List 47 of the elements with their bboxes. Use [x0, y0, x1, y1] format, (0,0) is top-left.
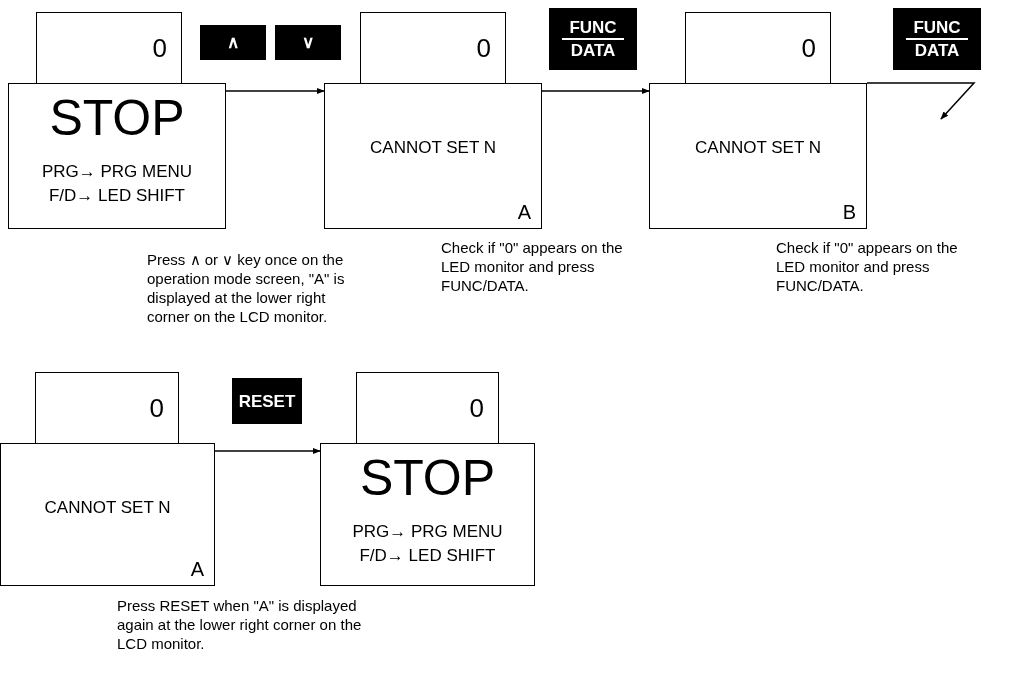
screen-message: CANNOT SET N — [43, 498, 172, 518]
arrow — [214, 447, 321, 455]
led-display — [36, 12, 182, 84]
status-text: STOP — [358, 450, 497, 506]
screen-indicator: A — [517, 201, 531, 224]
display-value: 0 — [801, 33, 816, 64]
status-text: STOP — [48, 90, 186, 146]
key-button — [549, 8, 637, 70]
key-label: FUNC — [569, 18, 617, 38]
key-button — [275, 25, 341, 60]
screen-message: CANNOT SET N — [369, 138, 497, 158]
display-value: 0 — [152, 33, 167, 64]
menu-hint: F/D→ LED SHIFT — [48, 186, 186, 206]
screen-indicator: B — [842, 201, 856, 224]
lcd-screen — [324, 83, 542, 229]
menu-hint: PRG→ PRG MENU — [351, 522, 504, 542]
instruction-text: Press ∧ or ∨ key once on the operation mode screen, "A" is displayed at the lower right corner on the LCD monitor. — [147, 250, 346, 326]
menu-hint: PRG→ PRG MENU — [40, 162, 194, 182]
instruction-text: Check if "0" appears on the LED monitor and press FUNC/DATA. — [776, 238, 959, 295]
display-value: 0 — [476, 33, 491, 64]
key-label: DATA — [570, 40, 616, 60]
key-label: FUNC — [913, 18, 961, 38]
screen-indicator: A — [190, 558, 204, 581]
lcd-screen — [649, 83, 867, 229]
arrow — [225, 87, 325, 95]
led-display — [685, 12, 831, 84]
display-value: 0 — [149, 393, 164, 424]
arrow — [541, 87, 650, 95]
screen-message: CANNOT SET N — [694, 138, 822, 158]
key-button — [893, 8, 981, 70]
led-display — [356, 372, 499, 444]
key-button — [200, 25, 266, 60]
display-value: 0 — [469, 393, 484, 424]
led-display — [360, 12, 506, 84]
lcd-screen — [0, 443, 215, 586]
lcd-screen — [320, 443, 535, 586]
instruction-text: Press RESET when "A" is displayed again at the lower right corner on the LCD monitor. — [117, 596, 363, 653]
key-label: ∧ — [227, 33, 239, 52]
key-label: RESET — [238, 391, 296, 411]
arrow — [866, 82, 976, 120]
menu-hint: F/D→ LED SHIFT — [358, 546, 497, 566]
key-label: ∨ — [302, 33, 314, 52]
key-label: DATA — [914, 40, 960, 60]
led-display — [35, 372, 179, 444]
key-button — [232, 378, 302, 424]
lcd-screen — [8, 83, 226, 229]
instruction-text: Check if "0" appears on the LED monitor and press FUNC/DATA. — [441, 238, 624, 295]
